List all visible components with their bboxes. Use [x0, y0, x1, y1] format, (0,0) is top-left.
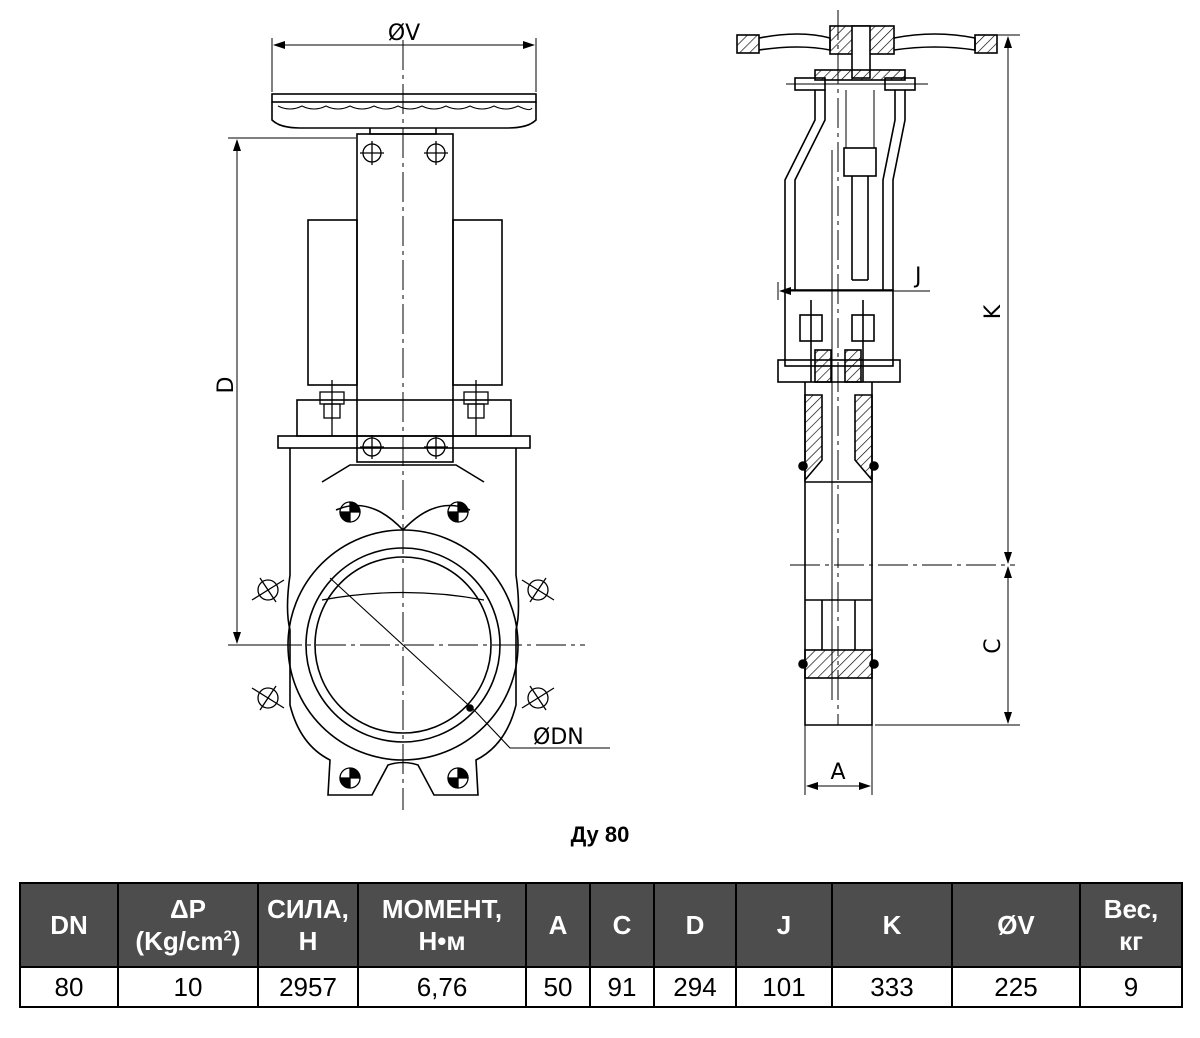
dimension-a — [804, 725, 873, 795]
label-k: K — [981, 304, 1006, 319]
yoke-side — [784, 90, 906, 700]
header-dp: ΔP(Kg/cm2) — [117, 882, 259, 968]
dimension-k — [995, 34, 1020, 564]
header-dn: DN — [19, 882, 119, 968]
valve-drawing: ØV D ØDN J K C A — [214, 10, 1020, 810]
label-dn: ØDN — [533, 725, 584, 750]
body-bolt-symbols — [251, 577, 555, 711]
cell-d: 294 — [653, 966, 737, 1008]
label-v: ØV — [388, 21, 420, 46]
label-c: C — [981, 638, 1006, 653]
header-j: J — [735, 882, 833, 968]
table-header-row: DN ΔP(Kg/cm2) СИЛА,Н МОМЕНТ,Н•м A C D J … — [19, 882, 1183, 968]
handwheel-front — [271, 93, 537, 135]
cell-k: 333 — [831, 966, 953, 1008]
cell-dp: 10 — [117, 966, 259, 1008]
stud-bolt-symbols — [339, 501, 469, 789]
label-d: D — [214, 377, 239, 394]
header-weight: Вес,кг — [1079, 882, 1183, 968]
gland-side — [777, 289, 901, 383]
header-torque: МОМЕНТ,Н•м — [357, 882, 527, 968]
dimension-v — [271, 38, 537, 92]
header-force: СИЛА,Н — [257, 882, 359, 968]
dimension-c — [875, 566, 1020, 726]
cell-torque: 6,76 — [357, 966, 527, 1008]
handwheel-side — [736, 25, 998, 91]
yoke-bolt-holes — [360, 141, 448, 459]
header-a: A — [525, 882, 591, 968]
cell-v: 225 — [951, 966, 1081, 1008]
spec-table: DN ΔP(Kg/cm2) СИЛА,Н МОМЕНТ,Н•м A C D J … — [19, 882, 1183, 1008]
yoke — [277, 133, 531, 463]
table-row: 80 10 2957 6,76 50 91 294 101 333 225 9 — [19, 966, 1183, 1008]
cell-weight: 9 — [1079, 966, 1183, 1008]
dimension-j — [777, 282, 930, 300]
gland-bolts — [319, 380, 489, 436]
label-a: A — [830, 760, 845, 785]
cell-j: 101 — [735, 966, 833, 1008]
front-view — [228, 38, 610, 810]
valve-body-side — [798, 382, 879, 726]
header-c: C — [589, 882, 655, 968]
label-j: J — [913, 264, 922, 289]
cell-force: 2957 — [257, 966, 359, 1008]
side-center-lines — [790, 10, 1015, 725]
cell-a: 50 — [525, 966, 591, 1008]
header-v: ØV — [951, 882, 1081, 968]
header-d: D — [653, 882, 737, 968]
drawing-caption: Ду 80 — [570, 822, 630, 847]
front-center-lines — [228, 40, 585, 810]
dimension-d — [228, 137, 356, 646]
header-k: K — [831, 882, 953, 968]
cell-c: 91 — [589, 966, 655, 1008]
cell-dn: 80 — [19, 966, 119, 1008]
side-view — [736, 10, 1020, 795]
